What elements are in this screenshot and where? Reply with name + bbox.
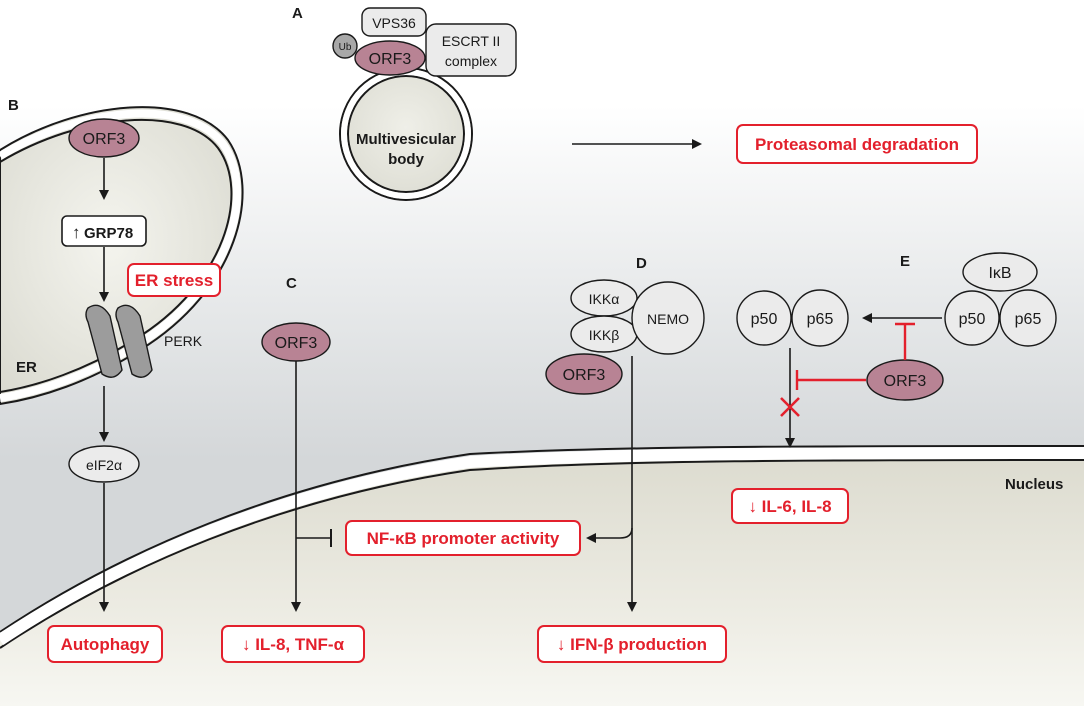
il6-il8-label: ↓ IL-6, IL-8 <box>748 497 831 516</box>
er-stress-label: ER stress <box>135 271 213 290</box>
eif2a <box>68 445 140 483</box>
perk-receptor-icon <box>85 304 153 378</box>
p50-free-label: p50 <box>751 311 778 328</box>
p50-bound <box>944 290 1000 346</box>
orf3-panel-a-label: ORF3 <box>369 51 412 68</box>
escrt-ii-label-line1: ESCRT II <box>442 33 501 49</box>
escrt-ii-box <box>425 23 517 77</box>
grp78-box <box>61 215 147 247</box>
orf3-panel-b <box>68 118 140 158</box>
nfkb-promoter-label: NF-κB promoter activity <box>367 529 560 548</box>
nfkb-promoter-box <box>345 520 581 556</box>
autophagy-label: Autophagy <box>61 635 150 654</box>
nemo-label: NEMO <box>647 311 689 327</box>
p65-free <box>791 289 849 347</box>
panel-d-letter: D <box>636 255 647 272</box>
er-stress-box <box>127 263 221 297</box>
er-membrane <box>0 106 244 406</box>
ifnb-box <box>537 625 727 663</box>
perk-label: PERK <box>164 333 203 349</box>
proteasomal-degradation-label: Proteasomal degradation <box>755 135 959 154</box>
p50-bound-label: p50 <box>959 311 986 328</box>
multivesicular-body-inner <box>347 75 465 193</box>
escrt-ii-label-line2: complex <box>445 53 497 69</box>
mvb-label-line2: body <box>388 151 424 168</box>
ikb-label: IκB <box>988 265 1011 282</box>
ikb <box>962 252 1038 292</box>
panel-a-letter: A <box>292 5 303 22</box>
panel-e-letter: E <box>900 253 910 270</box>
il6-il8-box <box>731 488 849 524</box>
grp78-label: GRP78 <box>84 225 133 242</box>
nuclear-envelope-inner <box>0 459 1084 649</box>
p65-bound-label: p65 <box>1015 311 1042 328</box>
er-membrane-lumen <box>0 109 241 402</box>
vps36-box <box>361 7 427 37</box>
ifnb-label: ↓ IFN-β production <box>557 635 707 654</box>
nucleus-label: Nucleus <box>1005 476 1063 493</box>
p65-bound <box>999 289 1057 347</box>
er-label: ER <box>16 359 37 376</box>
ikkb-label: IKKβ <box>589 327 620 343</box>
eif2a-label: eIF2α <box>86 457 122 473</box>
orf3-panel-a <box>354 40 426 76</box>
panel-b-letter: B <box>8 97 19 114</box>
vps36-label: VPS36 <box>372 15 416 31</box>
orf3-panel-c-label: ORF3 <box>275 335 318 352</box>
proteasomal-degradation-box <box>736 124 978 164</box>
grp78-up-arrow-icon: ↑ <box>72 223 81 242</box>
orf3-panel-d-label: ORF3 <box>563 367 606 384</box>
arrow-complex-to-nfkb <box>586 527 633 543</box>
ikka-label: IKKα <box>589 291 620 307</box>
nuclear-envelope-outer <box>0 445 1084 633</box>
ubiquitin-label: Ub <box>339 42 352 53</box>
autophagy-box <box>47 625 163 663</box>
orf3-panel-e-label: ORF3 <box>884 373 927 390</box>
nuclear-envelope-lumen <box>0 447 1084 645</box>
orf3-panel-d <box>545 353 623 395</box>
orf3-panel-b-label: ORF3 <box>83 131 126 148</box>
p50-free <box>736 290 792 346</box>
il8-tnfa-box <box>221 625 365 663</box>
nemo <box>631 281 705 355</box>
p65-free-label: p65 <box>807 311 834 328</box>
blocked-cross-icon <box>780 397 800 417</box>
il8-tnfa-label: ↓ IL-8, TNF-α <box>242 635 345 654</box>
mvb-label-line1: Multivesicular <box>356 131 456 148</box>
panel-c-letter: C <box>286 275 297 292</box>
ubiquitin <box>332 33 358 59</box>
